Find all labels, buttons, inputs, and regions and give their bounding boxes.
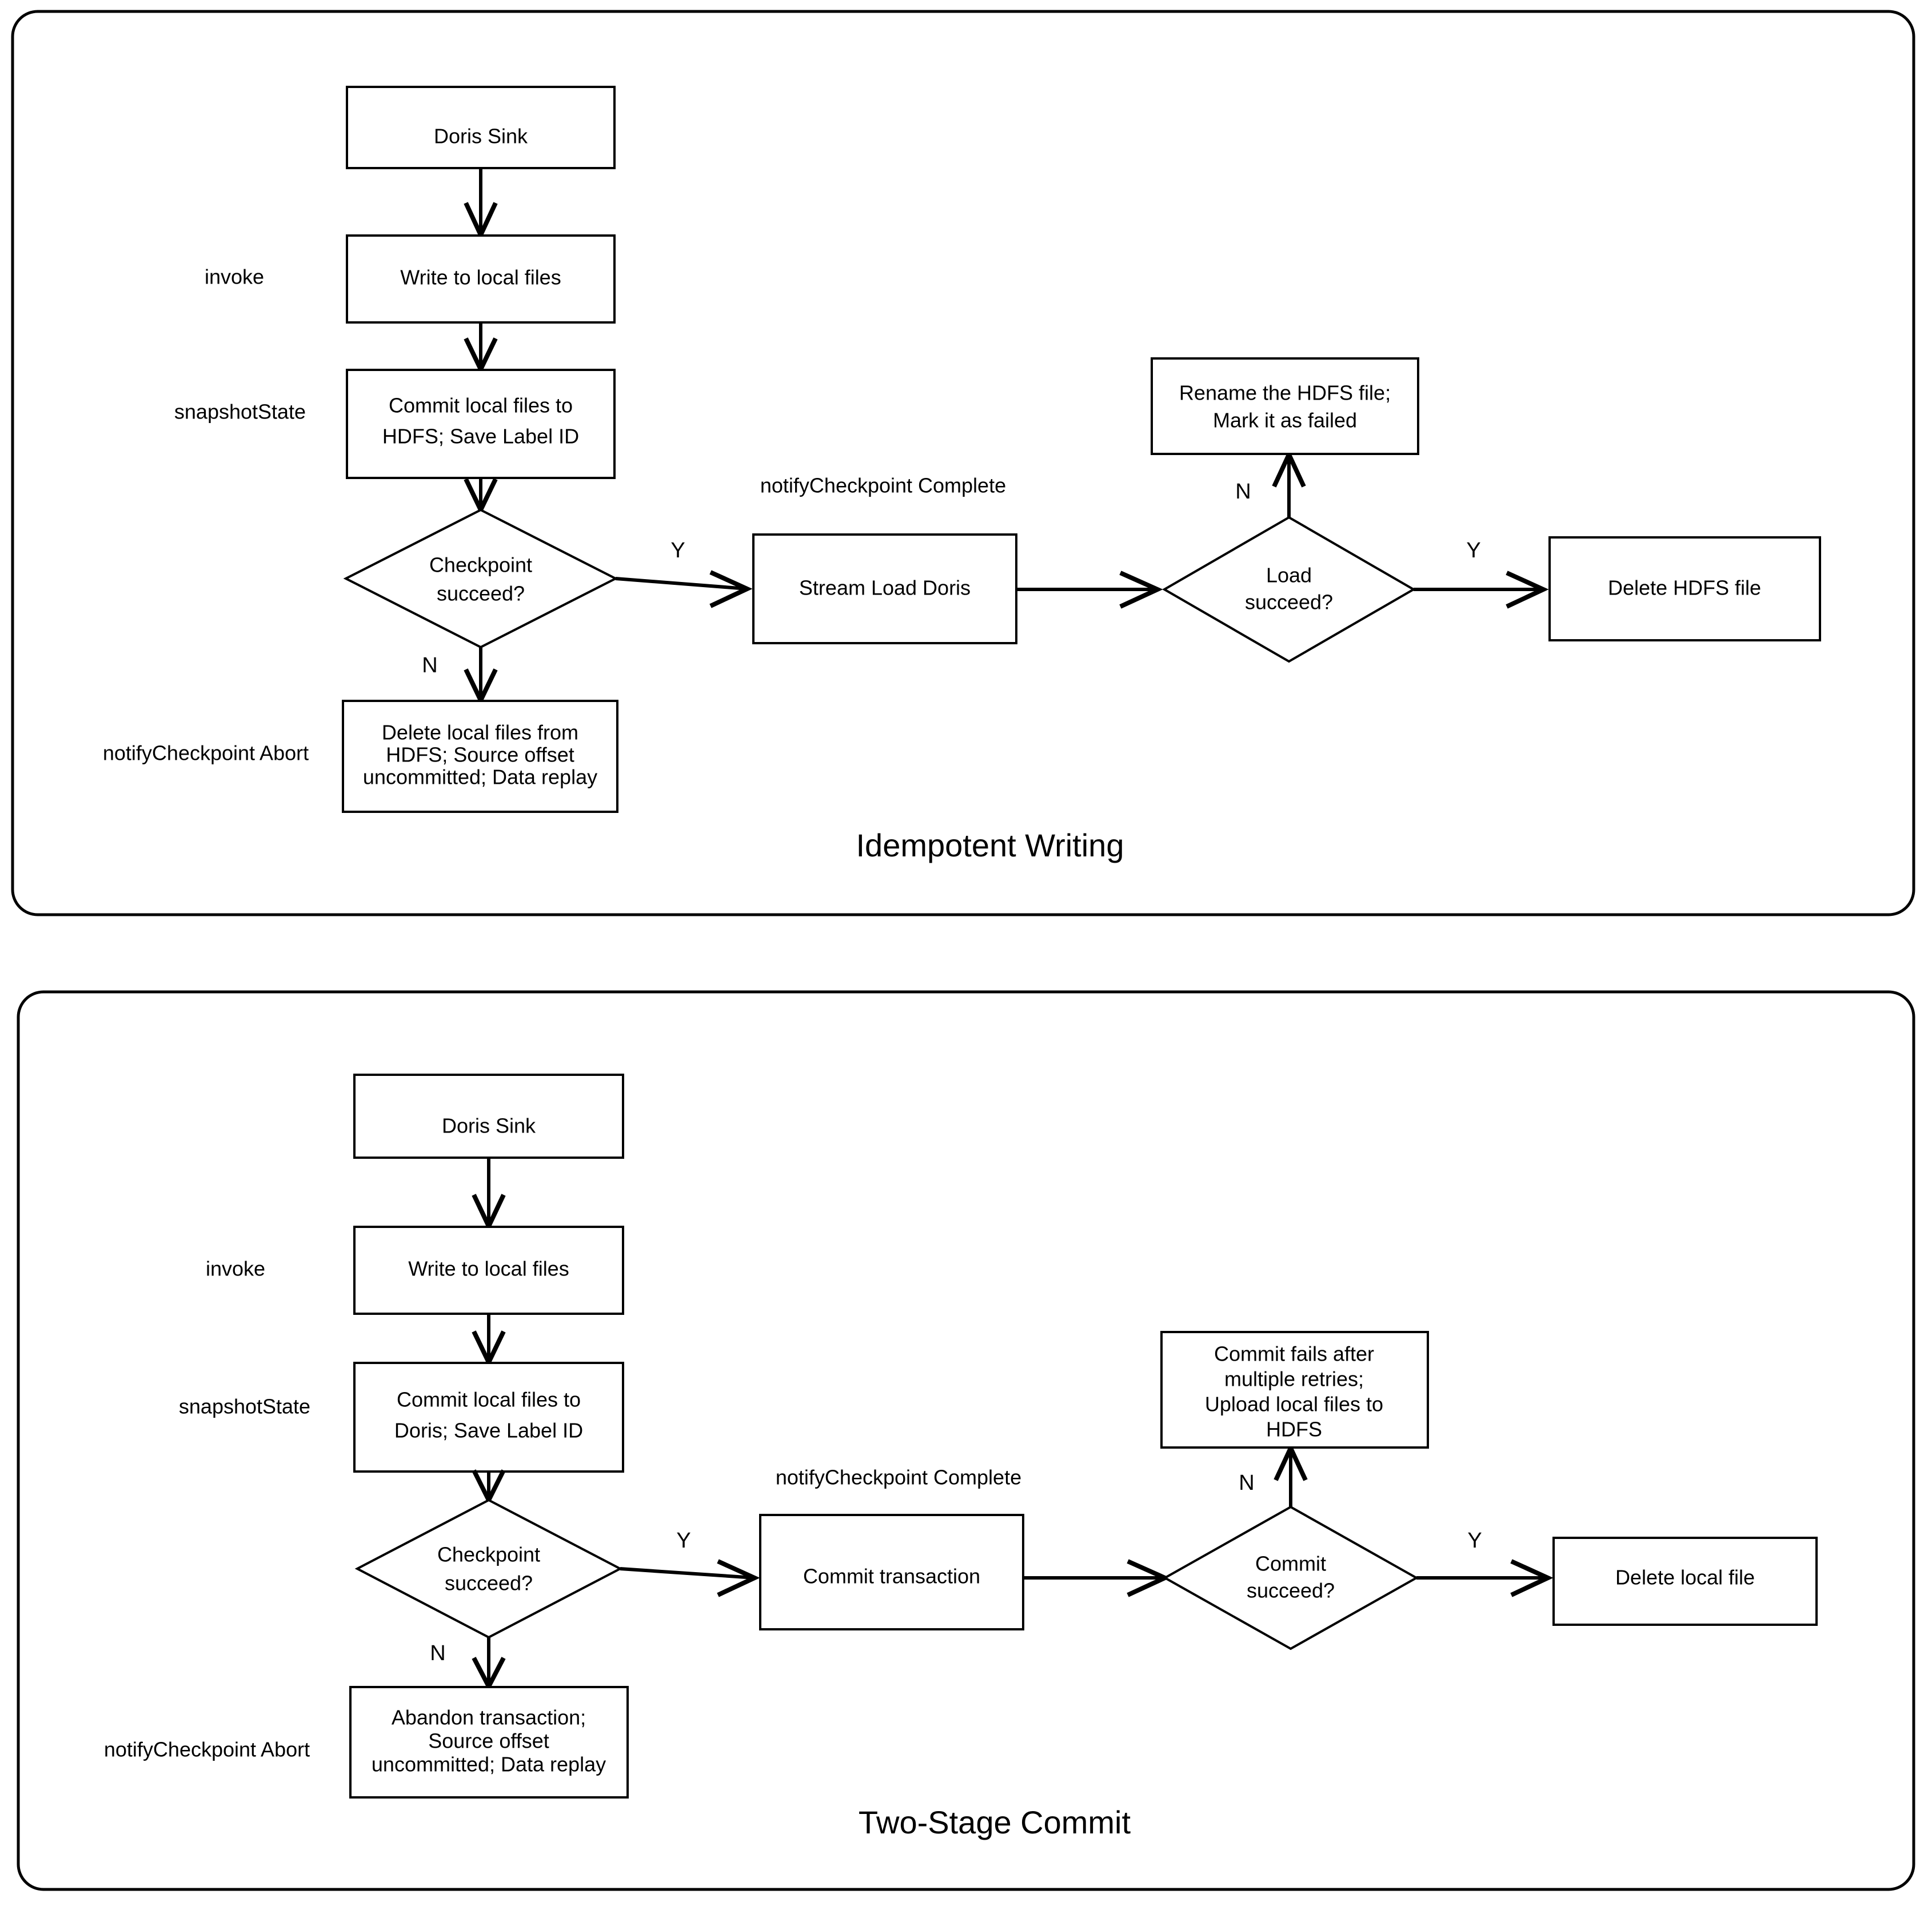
node-commit-fails-line3: Upload local files to xyxy=(1205,1393,1383,1416)
node-write-to-local-files-label: Write to local files xyxy=(408,1257,569,1281)
edge-load-yes xyxy=(1414,571,1549,609)
node-delete-local-files[interactable] xyxy=(342,700,618,813)
node-abandon-transaction-line3: uncommitted; Data replay xyxy=(372,1753,606,1776)
node-write-to-local-files[interactable] xyxy=(346,234,616,324)
node-doris-sink-label: Doris Sink xyxy=(434,125,528,148)
node-checkpoint-succeed-line2: succeed? xyxy=(445,1572,533,1595)
node-doris-sink-label: Doris Sink xyxy=(442,1114,536,1138)
side-label-snapshotstate: snapshotState xyxy=(174,400,306,424)
node-write-to-local-files-label: Write to local files xyxy=(400,266,561,289)
node-commit-local-files-doris[interactable] xyxy=(353,1362,624,1473)
node-commit-fails-line2: multiple retries; xyxy=(1224,1367,1364,1391)
side-label-notifycheckpoint-abort: notifyCheckpoint Abort xyxy=(104,1738,310,1761)
side-label-notifycheckpoint-complete: notifyCheckpoint Complete xyxy=(760,474,1006,497)
node-load-succeed-line1: Load xyxy=(1266,564,1312,587)
node-rename-hdfs-file-line2: Mark it as failed xyxy=(1213,409,1357,432)
edge-label-load-yes: Y xyxy=(1466,539,1480,563)
node-delete-local-files-line3: uncommitted; Data replay xyxy=(363,765,597,789)
node-delete-local-files-line2: HDFS; Source offset xyxy=(386,743,574,767)
edge-label-checkpoint-no: N xyxy=(430,1641,445,1665)
node-delete-local-files-line1: Delete local files from xyxy=(382,721,578,744)
edge-commit-yes xyxy=(1416,1559,1554,1597)
node-delete-local-file-label: Delete local file xyxy=(1615,1566,1755,1589)
node-stream-load-doris-label: Stream Load Doris xyxy=(799,576,971,600)
node-write-to-local-files[interactable] xyxy=(353,1226,624,1315)
side-label-invoke: invoke xyxy=(206,1257,265,1281)
node-commit-local-files-hdfs-line2: HDFS; Save Label ID xyxy=(382,425,579,448)
edge-label-commit-yes: Y xyxy=(1467,1529,1482,1553)
node-checkpoint-succeed-line1: Checkpoint xyxy=(429,553,532,577)
node-commit-succeed-line2: succeed? xyxy=(1247,1579,1335,1602)
side-label-notifycheckpoint-abort: notifyCheckpoint Abort xyxy=(103,741,309,765)
panel-frame xyxy=(11,10,1915,916)
edge-streamload-to-loadsucceed xyxy=(1016,571,1163,609)
node-commit-local-files-hdfs[interactable] xyxy=(346,369,616,479)
panel-title-two-stage-commit: Two-Stage Commit xyxy=(859,1804,1131,1840)
node-commit-local-files-doris-line1: Commit local files to xyxy=(397,1388,581,1411)
node-commit-fails[interactable] xyxy=(1160,1331,1429,1449)
side-label-notifycheckpoint-complete: notifyCheckpoint Complete xyxy=(776,1466,1021,1489)
node-rename-hdfs-file-line1: Rename the HDFS file; xyxy=(1179,381,1391,405)
node-delete-local-file[interactable] xyxy=(1552,1537,1818,1626)
node-abandon-transaction-line2: Source offset xyxy=(428,1729,549,1753)
node-load-succeed-line2: succeed? xyxy=(1245,591,1333,614)
node-checkpoint-succeed-line2: succeed? xyxy=(437,582,525,605)
node-commit-local-files-hdfs-line1: Commit local files to xyxy=(389,394,573,417)
node-commit-transaction[interactable] xyxy=(759,1514,1024,1630)
side-label-snapshotstate: snapshotState xyxy=(179,1395,310,1418)
node-commit-transaction-label: Commit transaction xyxy=(803,1565,980,1588)
panel-title-idempotent-writing: Idempotent Writing xyxy=(856,827,1124,863)
node-commit-fails-line4: HDFS xyxy=(1266,1418,1322,1441)
node-commit-succeed[interactable] xyxy=(1162,1505,1419,1650)
node-doris-sink[interactable] xyxy=(346,86,616,169)
node-delete-hdfs-file[interactable] xyxy=(1548,536,1821,641)
edge-label-load-no: N xyxy=(1235,480,1251,504)
panel-idempotent-writing: invoke snapshotState notifyCheckpoint Ab… xyxy=(11,10,1915,916)
node-checkpoint-succeed-line1: Checkpoint xyxy=(437,1543,540,1566)
panel-two-stage-commit: invoke snapshotState notifyCheckpoint Ab… xyxy=(17,990,1915,1891)
node-delete-hdfs-file-label: Delete HDFS file xyxy=(1608,576,1761,600)
edge-checkpoint-yes xyxy=(620,1559,760,1597)
node-commit-succeed-line1: Commit xyxy=(1255,1552,1326,1576)
edge-label-checkpoint-yes: Y xyxy=(670,539,685,563)
node-stream-load-doris[interactable] xyxy=(752,533,1017,644)
node-abandon-transaction[interactable] xyxy=(349,1686,629,1799)
edge-label-checkpoint-yes: Y xyxy=(676,1529,690,1553)
node-load-succeed[interactable] xyxy=(1162,516,1416,663)
side-label-invoke: invoke xyxy=(205,265,264,289)
node-doris-sink[interactable] xyxy=(353,1074,624,1159)
edge-checkpoint-yes xyxy=(615,570,753,608)
edge-label-checkpoint-no: N xyxy=(422,653,437,677)
node-commit-local-files-doris-line2: Doris; Save Label ID xyxy=(394,1419,583,1442)
node-commit-fails-line1: Commit fails after xyxy=(1214,1342,1374,1366)
edge-label-commit-no: N xyxy=(1239,1471,1254,1495)
node-rename-hdfs-file[interactable] xyxy=(1151,357,1419,455)
node-abandon-transaction-line1: Abandon transaction; xyxy=(392,1706,586,1729)
